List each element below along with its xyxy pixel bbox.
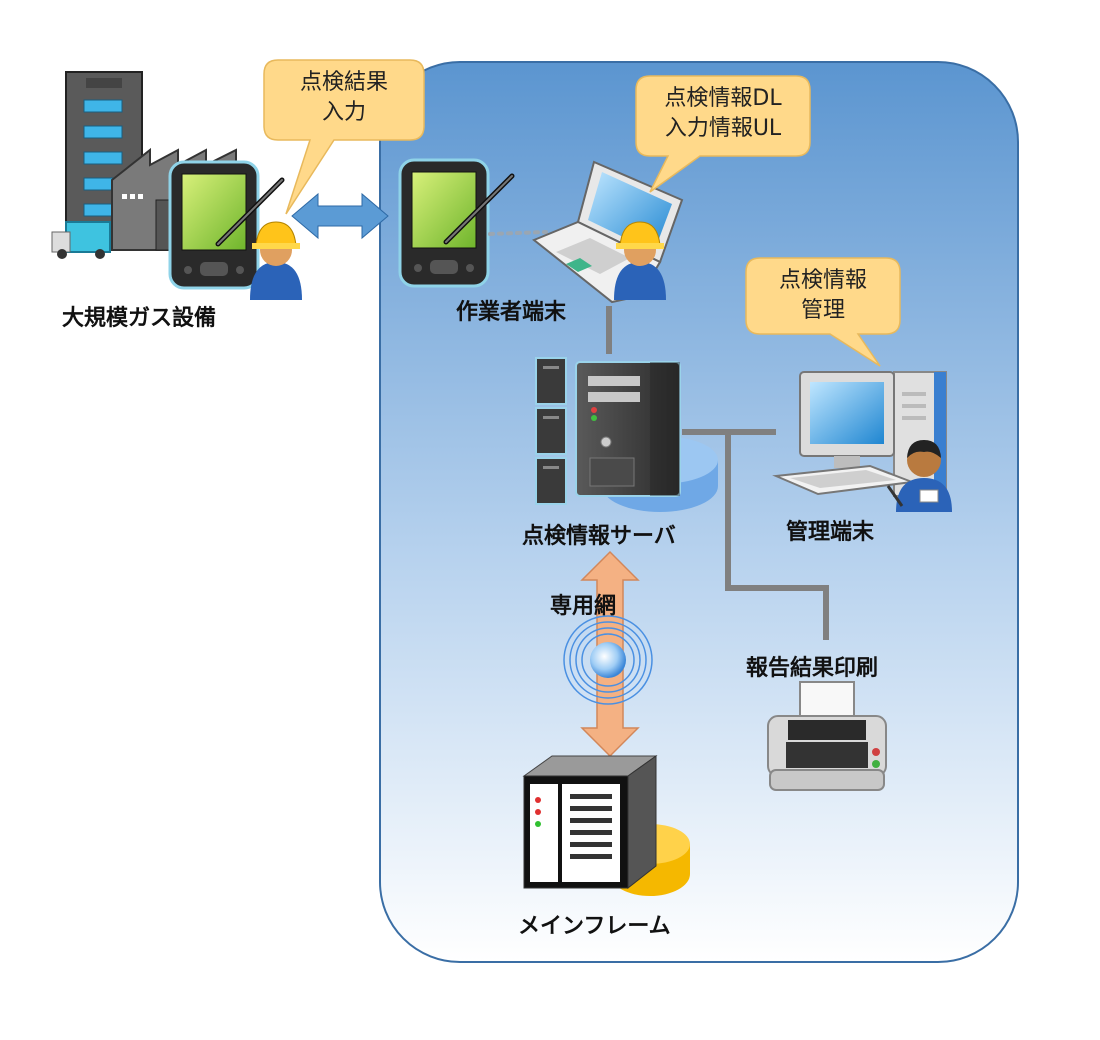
bubble-manage-text: 点検情報 管理 bbox=[746, 266, 900, 326]
field-pda-icon bbox=[168, 160, 285, 290]
worker-pda-icon bbox=[398, 158, 515, 288]
bubble-inspection-input bbox=[263, 59, 425, 215]
label-admin-terminal: 管理端末 bbox=[786, 520, 875, 545]
pda-laptop-dotted-link bbox=[488, 230, 548, 236]
printer-icon bbox=[767, 681, 887, 791]
bubble-dlul-line1: 点検情報DL bbox=[664, 86, 782, 111]
bubble-manage-line2: 管理 bbox=[800, 298, 845, 323]
label-mainframe: メインフレーム bbox=[518, 914, 671, 939]
admin-pc-icon bbox=[772, 371, 947, 497]
server-printer-line bbox=[725, 432, 829, 640]
server-icon bbox=[535, 357, 718, 512]
mainframe-icon bbox=[522, 755, 690, 896]
bubble-input-line1: 点検結果 bbox=[299, 70, 388, 95]
label-dedicated-network: 専用網 bbox=[550, 594, 617, 619]
bubble-dlul-text: 点検情報DL 入力情報UL bbox=[636, 84, 810, 144]
label-server: 点検情報サーバ bbox=[522, 524, 676, 549]
bubble-manage-line1: 点検情報 bbox=[778, 268, 867, 293]
bubble-input-line2: 入力 bbox=[321, 100, 366, 125]
bubble-management bbox=[745, 257, 901, 367]
truck-icon bbox=[51, 221, 111, 259]
bubble-dlul-line2: 入力情報UL bbox=[664, 116, 782, 141]
worker-icon-laptop bbox=[614, 221, 666, 300]
bubble-dl-ul bbox=[635, 75, 811, 193]
label-worker-terminal: 作業者端末 bbox=[456, 300, 567, 325]
bubble-input-text: 点検結果 入力 bbox=[264, 68, 424, 128]
label-gas-facility: 大規模ガス設備 bbox=[62, 306, 217, 331]
worker-icon-field bbox=[250, 221, 302, 300]
label-report-print: 報告結果印刷 bbox=[746, 656, 879, 681]
admin-person-icon bbox=[886, 440, 952, 512]
network-orb-icon bbox=[563, 615, 653, 705]
field-link-arrow bbox=[291, 192, 389, 240]
